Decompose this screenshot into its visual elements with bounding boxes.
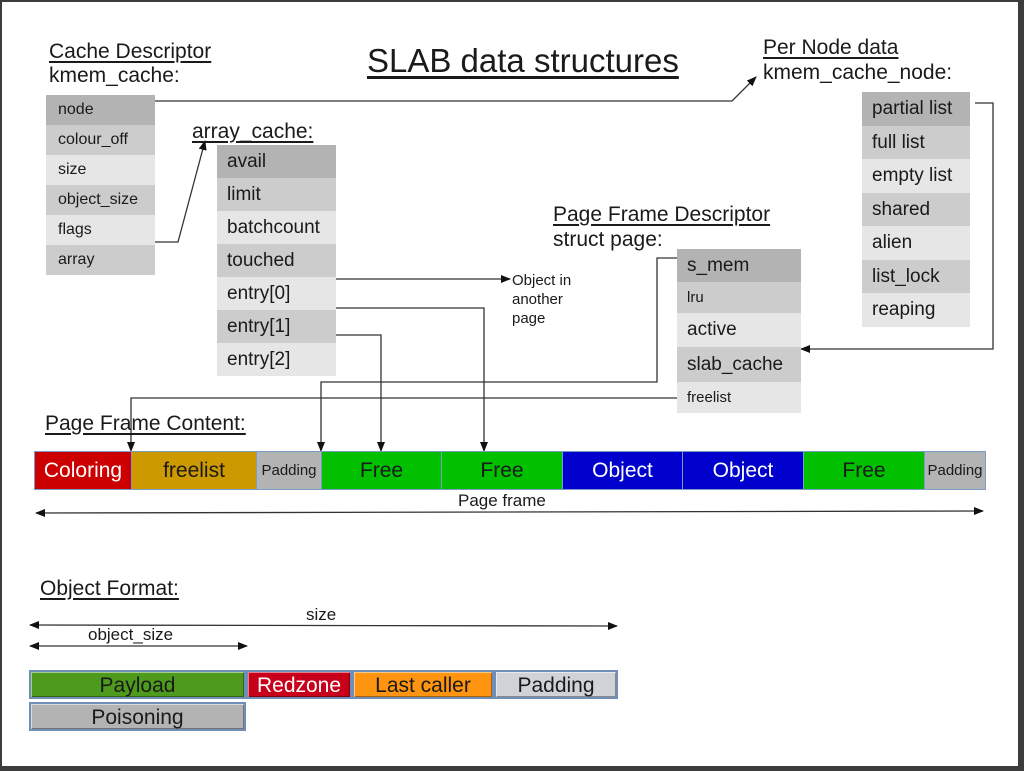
- note-line: page: [512, 310, 546, 327]
- array-cache-struct: avail limit batchcount touched entry[0] …: [217, 145, 336, 376]
- cache-descriptor-heading: Cache Descriptor: [49, 40, 212, 63]
- box-padding: Padding: [494, 670, 618, 699]
- field-slab-cache: slab_cache: [677, 347, 801, 382]
- field-empty-list: empty list: [862, 159, 970, 193]
- box-last-caller: Last caller: [352, 670, 494, 699]
- object-format-heading: Object Format:: [40, 577, 179, 600]
- node-to-per-node-arrow: [155, 76, 757, 102]
- kmem-cache-label: kmem_cache:: [49, 64, 180, 87]
- field-entry-2: entry[2]: [217, 343, 336, 376]
- field-touched: touched: [217, 244, 336, 277]
- segment-free: Free: [442, 452, 563, 489]
- segment-coloring: Coloring: [35, 452, 132, 489]
- page-frame-content-heading: Page Frame Content:: [45, 412, 246, 435]
- diagram-title: SLAB data structures: [367, 42, 679, 79]
- page-frame-descriptor-heading: Page Frame Descriptor: [553, 203, 771, 226]
- s-mem-to-padding-arrow: [317, 257, 677, 452]
- segment-object: Object: [563, 452, 683, 489]
- freelist-to-freelist-arrow: [127, 397, 677, 452]
- field-freelist: freelist: [677, 382, 801, 413]
- per-node-heading: Per Node data: [763, 36, 899, 59]
- segment-padding: Padding: [925, 452, 985, 489]
- segment-free: Free: [804, 452, 925, 489]
- segment-free: Free: [322, 452, 442, 489]
- field-s-mem: s_mem: [677, 249, 801, 282]
- size-span-arrow: [29, 621, 618, 630]
- page-frame-span-arrow: [35, 507, 984, 517]
- kmem-cache-struct: node colour_off size object_size flags a…: [46, 95, 155, 275]
- partial-list-to-slab-cache-arrow: [800, 102, 994, 353]
- field-lru: lru: [677, 282, 801, 313]
- struct-page: s_mem lru active slab_cache freelist: [677, 249, 801, 413]
- box-redzone: Redzone: [246, 670, 352, 699]
- segment-padding: Padding: [257, 452, 322, 489]
- field-colour-off: colour_off: [46, 125, 155, 155]
- page-frame-span-label: Page frame: [458, 491, 546, 510]
- field-flags: flags: [46, 215, 155, 245]
- field-avail: avail: [217, 145, 336, 178]
- struct-page-label: struct page:: [553, 228, 663, 251]
- field-active: active: [677, 313, 801, 347]
- page-frame-bar: Coloring freelist Padding Free Free Obje…: [34, 451, 986, 490]
- segment-freelist: freelist: [132, 452, 257, 489]
- array-cache-heading: array_cache:: [192, 120, 314, 143]
- box-poisoning: Poisoning: [29, 702, 246, 731]
- field-reaping: reaping: [862, 293, 970, 327]
- kmem-cache-node-struct: partial list full list empty list shared…: [862, 92, 970, 327]
- object-in-another-page-note: Object in another page: [512, 271, 571, 328]
- entry0-to-free-arrow: [336, 307, 488, 452]
- field-entry-0: entry[0]: [217, 277, 336, 310]
- note-line: Object in: [512, 272, 572, 289]
- field-size: size: [46, 155, 155, 185]
- field-partial-list: partial list: [862, 92, 970, 126]
- kmem-cache-node-label: kmem_cache_node:: [763, 61, 953, 84]
- field-object-size: object_size: [46, 185, 155, 215]
- note-line: another: [512, 291, 563, 308]
- field-alien: alien: [862, 226, 970, 260]
- entry1-to-free-arrow: [336, 334, 385, 452]
- field-array: array: [46, 245, 155, 275]
- field-node: node: [46, 95, 155, 125]
- field-entry-1: entry[1]: [217, 310, 336, 343]
- field-list-lock: list_lock: [862, 259, 970, 293]
- array-to-array-cache-arrow: [155, 140, 207, 243]
- field-full-list: full list: [862, 125, 970, 159]
- segment-object: Object: [683, 452, 804, 489]
- field-limit: limit: [217, 178, 336, 211]
- field-batchcount: batchcount: [217, 211, 336, 244]
- object-size-label: object_size: [88, 625, 174, 644]
- box-payload: Payload: [29, 670, 246, 699]
- field-shared: shared: [862, 192, 970, 226]
- size-label: size: [306, 605, 337, 624]
